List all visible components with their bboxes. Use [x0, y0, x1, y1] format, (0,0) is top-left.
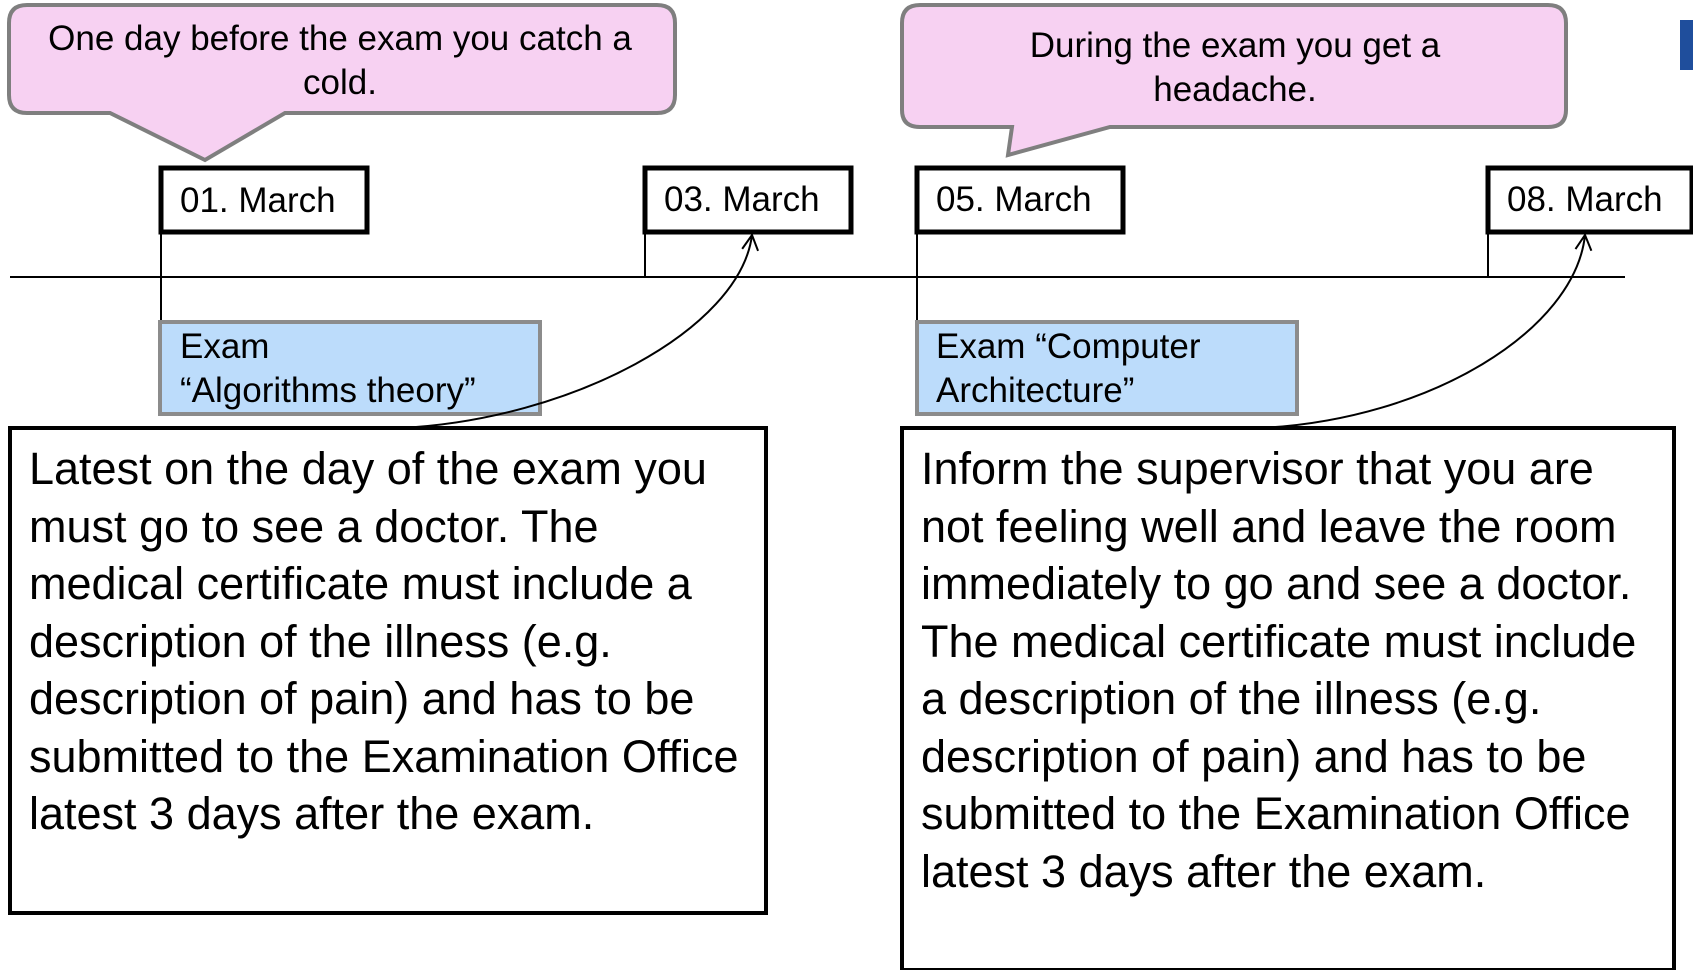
speech-bubble-2-text: During the exam you get a headache.: [1029, 26, 1441, 109]
exam-label-2: Exam “Computer Architecture”: [936, 327, 1201, 410]
deadline-arrow-1: [399, 232, 759, 429]
date-box-3: [914, 165, 1126, 235]
speech-bubble-2-shape: [900, 3, 1568, 158]
date-box-4: [1485, 165, 1693, 235]
exam-label-1: Exam “Algorithms theory”: [180, 327, 476, 410]
date-box-1: [158, 165, 370, 235]
date-label-4: 08. March: [1507, 180, 1663, 219]
date-box-2: [642, 165, 854, 235]
speech-bubble-1-shape: [7, 3, 677, 163]
deadline-arrow-2: [1259, 232, 1593, 429]
exam-box-2: [915, 320, 1299, 416]
note-box-2: [900, 426, 1676, 970]
note-box-1: [8, 426, 768, 915]
speech-bubble-1-text: One day before the exam you catch a cold…: [48, 19, 632, 102]
date-label-3: 05. March: [936, 180, 1092, 219]
date-label-2: 03. March: [664, 180, 820, 219]
date-label-1: 01. March: [180, 181, 336, 220]
note-text-2: Inform the supervisor that you are not f…: [921, 443, 1637, 897]
exam-box-1: [158, 320, 542, 416]
logo-fragment: [1680, 20, 1693, 70]
note-text-1: Latest on the day of the exam you must g…: [29, 443, 739, 839]
